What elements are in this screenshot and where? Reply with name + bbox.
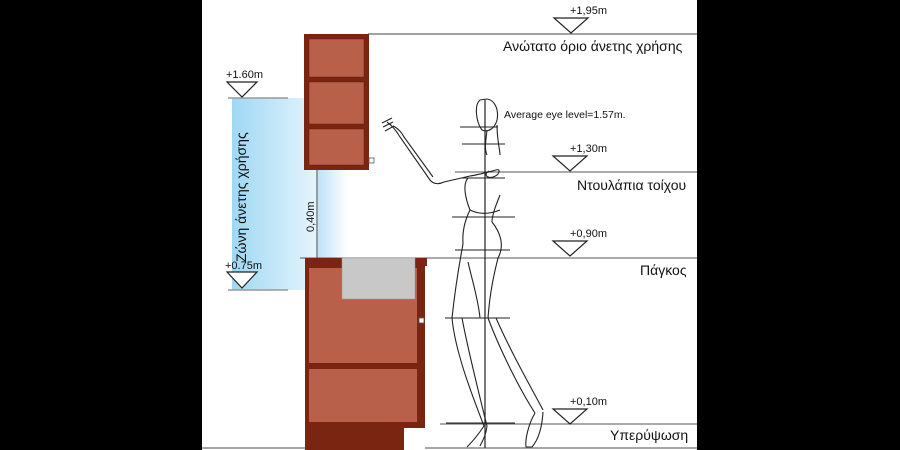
zone-top-marker-triangle (225, 81, 259, 98)
sink (341, 257, 416, 300)
zone-bottom-marker-triangle (225, 271, 259, 289)
level-marker-max-reach: +1,95m (552, 5, 607, 34)
svg-text:+1,30m: +1,30m (570, 143, 607, 155)
level-label-counter: Πάγκος (640, 262, 687, 278)
level-label-plinth: Υπερύψωση (610, 427, 688, 443)
svg-text:+0,10m: +0,10m (570, 396, 607, 408)
svg-text:+1,95m: +1,95m (570, 5, 607, 17)
wall-cabinet (304, 34, 375, 170)
cabinet-gap-highlight (318, 170, 348, 260)
zone-top-marker: +1.60m (226, 69, 263, 81)
eye-level-label: Average eye level=1.57m. (504, 109, 626, 121)
level-label-max-reach: Ανώτατο όριο άνετης χρήσης (503, 38, 683, 54)
comfort-zone-label: Ζώνη άνετης χρήσης (233, 132, 249, 262)
gap-dimension-label: 0,40m (305, 201, 317, 232)
level-label-wall-cabinets: Ντουλάπια τοίχου (577, 177, 686, 193)
level-marker-wall-cabinets: +1,30m (551, 143, 607, 172)
level-marker-plinth: +0,10m (551, 396, 607, 425)
svg-text:+0,90m: +0,90m (570, 228, 607, 240)
level-marker-counter: +0,90m (551, 228, 607, 257)
zone-bottom-marker: +0.75m (225, 260, 262, 272)
human-figure (381, 98, 544, 448)
